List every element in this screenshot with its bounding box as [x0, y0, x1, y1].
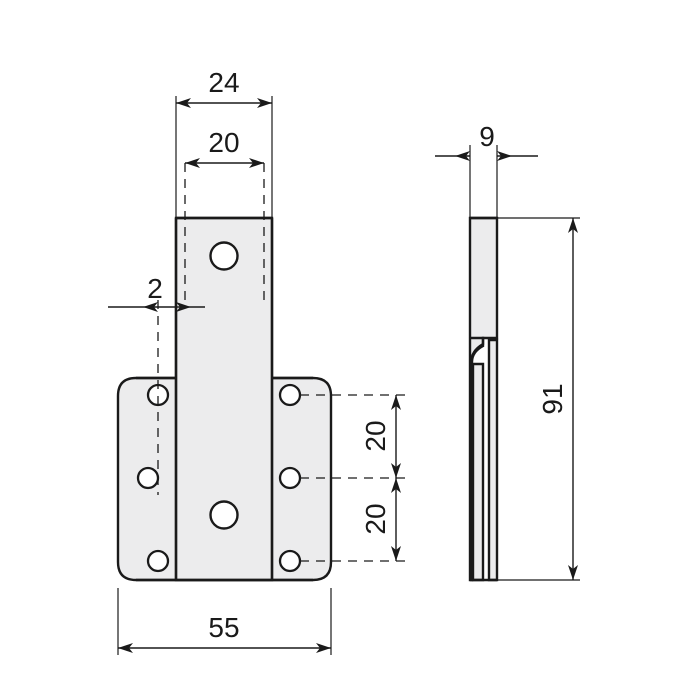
front-view-centerlines [157, 163, 265, 495]
dimension-2: 2 [108, 273, 205, 312]
side-blade-left-rib [471, 362, 485, 582]
front-arm-upper-hole [209, 241, 239, 271]
front-arm-lower-hole [209, 500, 239, 530]
side-lower-blade [487, 338, 499, 582]
dim-2-arrow-left [143, 302, 158, 312]
front-right-hole-bottom [278, 549, 302, 573]
dim-9-text: 9 [479, 121, 495, 152]
dimension-55: 55 [117, 588, 332, 655]
dimension-24: 24 [175, 67, 273, 218]
dim-24-text: 24 [208, 67, 239, 98]
dim-pitch-lower-text: 20 [360, 503, 391, 534]
dimension-20-top: 20 [185, 127, 264, 168]
side-notch-curve [469, 336, 485, 580]
dimension-9: 9 [435, 121, 538, 218]
dim-2-text: 2 [147, 273, 163, 304]
dim-9-arrow-right [497, 151, 512, 161]
dimension-hole-pitch-group: 20 20 [300, 394, 410, 562]
side-view-geometry [468, 216, 499, 582]
front-right-hole-top [278, 383, 302, 407]
dim-55-text: 55 [208, 612, 239, 643]
dim-20-top-text: 20 [208, 127, 239, 158]
dimension-91: 91 [497, 217, 580, 581]
front-left-hole-bottom [146, 549, 170, 573]
front-view-geometry [116, 216, 333, 582]
dim-9-arrow-left [455, 151, 470, 161]
front-right-hole-middle [278, 466, 302, 490]
dim-pitch-upper-text: 20 [360, 420, 391, 451]
dim-91-text: 91 [537, 383, 568, 414]
front-left-hole-middle [136, 466, 160, 490]
dim-2-arrow-right [176, 302, 191, 312]
